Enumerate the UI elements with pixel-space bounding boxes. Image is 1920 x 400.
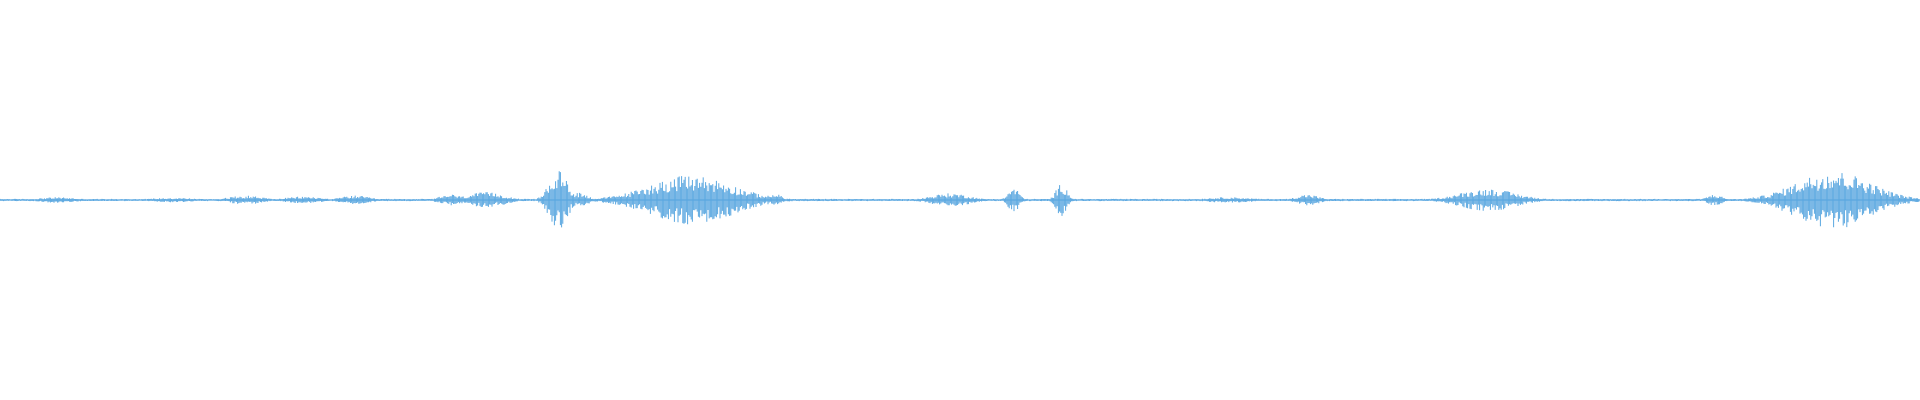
waveform-trace	[0, 171, 1920, 228]
waveform-samples	[0, 171, 1920, 228]
